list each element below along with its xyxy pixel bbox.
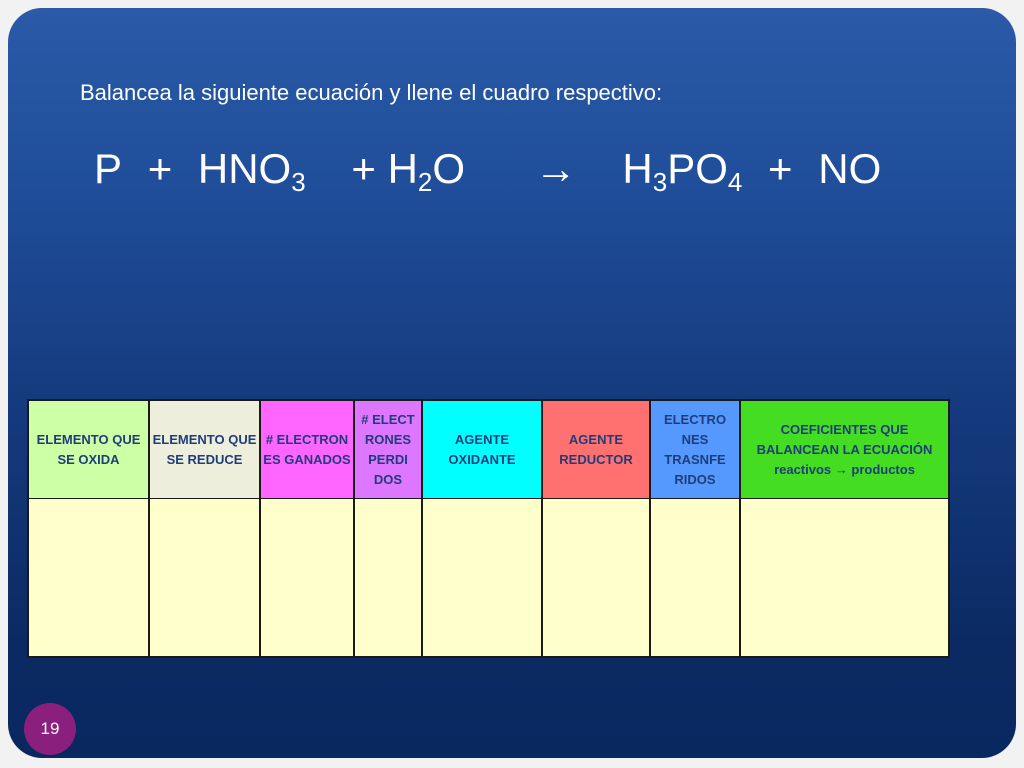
product-h3po4: H3PO4: [622, 145, 743, 197]
answer-cell-elemento-oxida[interactable]: [29, 499, 148, 656]
answer-cell-agente-reductor[interactable]: [543, 499, 649, 656]
instruction-text: Balancea la siguiente ecuación y llene e…: [80, 80, 663, 105]
coeficientes-subtitle: reactivos → productos: [774, 461, 915, 477]
reactant-p: P: [94, 145, 123, 192]
header-elemento-reduce: ELEMENTO QUE SE REDUCE: [150, 401, 259, 498]
chemical-equation: P + HNO3 + H2O → H3PO4 + NO: [94, 144, 882, 197]
header-coeficientes: COEFICIENTES QUE BALANCEAN LA ECUACIÓN r…: [741, 401, 948, 498]
product-no: NO: [818, 145, 882, 192]
coeficientes-title: COEFICIENTES QUE BALANCEAN LA ECUACIÓN: [756, 421, 933, 457]
answer-cell-electrones-ganados[interactable]: [261, 499, 353, 656]
header-agente-oxidante: AGENTE OXIDANTE: [423, 401, 541, 498]
plus-sign: +: [147, 145, 173, 192]
reactant-h2o: + H2O: [351, 145, 466, 197]
header-elemento-oxida: ELEMENTO QUE SE OXIDA: [29, 401, 148, 498]
header-agente-reductor: AGENTE REDUCTOR: [543, 401, 649, 498]
plus-sign: +: [768, 145, 793, 192]
header-electrones-perdidos: # ELECT RONES PERDI DOS: [355, 401, 421, 498]
answer-cell-electrones-transferidos[interactable]: [651, 499, 739, 656]
answer-cell-elemento-reduce[interactable]: [150, 499, 259, 656]
reaction-arrow-icon: →: [534, 145, 577, 192]
answer-cell-agente-oxidante[interactable]: [423, 499, 541, 656]
redox-table: ELEMENTO QUE SE OXIDA ELEMENTO QUE SE RE…: [27, 399, 950, 658]
answer-cell-coeficientes[interactable]: [741, 499, 948, 656]
answer-cell-electrones-perdidos[interactable]: [355, 499, 421, 656]
header-electrones-transferidos: ELECTRO NES TRASNFE RIDOS: [651, 401, 739, 498]
header-electrones-ganados: # ELECTRON ES GANADOS: [261, 401, 353, 498]
page-number-badge: 19: [24, 703, 76, 755]
reactant-hno3: HNO3: [197, 145, 306, 197]
